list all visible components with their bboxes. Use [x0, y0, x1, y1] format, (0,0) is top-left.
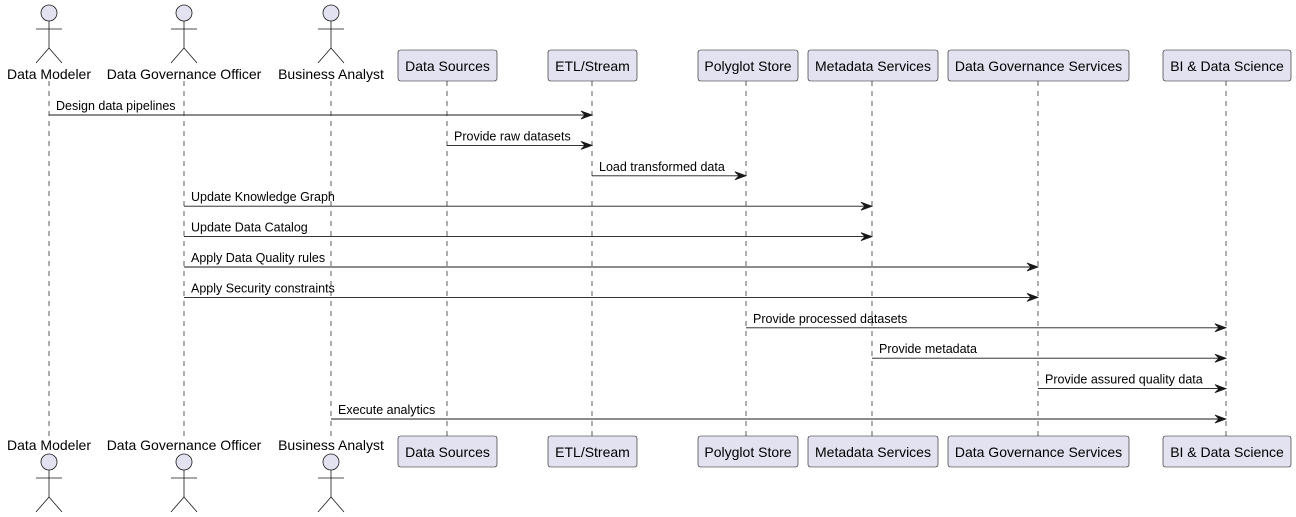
arrowhead-icon: [1214, 384, 1228, 393]
participant-analyst-top: Business Analyst: [278, 4, 384, 82]
actor-name: Data Modeler: [7, 66, 91, 82]
participant-box: [397, 435, 498, 468]
message-label: Execute analytics: [338, 403, 435, 417]
message-1: Design data pipelines: [49, 99, 594, 120]
participant-box: [697, 49, 799, 82]
actor-stick-figure-icon: [170, 453, 198, 513]
participant-box: [1162, 435, 1292, 468]
message-label: Design data pipelines: [56, 99, 176, 113]
arrowhead-icon: [860, 201, 874, 211]
participant-officer-bottom: Data Governance Officer: [107, 437, 262, 513]
participant-box: [807, 435, 939, 468]
participant-name: Polyglot Store: [704, 444, 791, 460]
arrowhead-icon: [1214, 414, 1228, 424]
actor-stick-figure-icon: [35, 453, 63, 513]
arrowhead-icon: [860, 232, 874, 241]
actor-name: Data Modeler: [7, 437, 91, 453]
participant-name: Data Sources: [405, 444, 490, 460]
message-5: Update Data Catalog: [184, 221, 874, 241]
message-label: Provide processed datasets: [753, 312, 907, 326]
participant-officer-top: Data Governance Officer: [107, 4, 262, 82]
message-6: Apply Data Quality rules: [184, 251, 1040, 272]
participant-box: [807, 49, 939, 82]
participant-name: ETL/Stream: [555, 58, 630, 74]
participant-sources-bottom: Data Sources: [397, 435, 498, 468]
participant-name: Data Governance Services: [955, 444, 1122, 460]
participant-name: ETL/Stream: [555, 444, 630, 460]
participant-bi-top: BI & Data Science: [1162, 49, 1292, 82]
actor-stick-figure-icon: [170, 4, 198, 64]
message-label: Provide raw datasets: [454, 129, 571, 143]
message-10: Provide assured quality data: [1038, 373, 1228, 393]
participant-name: BI & Data Science: [1170, 444, 1284, 460]
participant-box: [1162, 49, 1292, 82]
participant-name: Metadata Services: [815, 58, 931, 74]
arrowhead-icon: [580, 110, 594, 120]
participant-modeler-top: Data Modeler: [7, 4, 91, 82]
participant-modeler-bottom: Data Modeler: [7, 437, 91, 513]
message-label: Apply Security constraints: [191, 281, 335, 295]
participant-meta-bottom: Metadata Services: [807, 435, 939, 468]
message-label: Apply Data Quality rules: [191, 251, 325, 265]
participant-name: Metadata Services: [815, 444, 931, 460]
participant-name: Data Governance Services: [955, 58, 1122, 74]
participant-name: Data Sources: [405, 58, 490, 74]
participant-sources-top: Data Sources: [397, 49, 498, 82]
message-4: Update Knowledge Graph: [184, 190, 874, 211]
actor-stick-figure-icon: [317, 453, 345, 513]
message-3: Load transformed data: [592, 160, 748, 181]
participant-store-top: Polyglot Store: [697, 49, 799, 82]
message-label: Provide metadata: [879, 342, 977, 356]
participant-gov-bottom: Data Governance Services: [947, 435, 1130, 468]
participant-box: [947, 435, 1130, 468]
arrowhead-icon: [734, 171, 748, 181]
participant-box: [547, 435, 638, 468]
actor-name: Data Governance Officer: [107, 66, 262, 82]
participant-box: [547, 49, 638, 82]
participant-etl-top: ETL/Stream: [547, 49, 638, 82]
message-9: Provide metadata: [872, 342, 1228, 363]
message-label: Update Knowledge Graph: [191, 190, 335, 204]
arrowhead-icon: [1214, 353, 1228, 363]
participant-gov-top: Data Governance Services: [947, 49, 1130, 82]
participant-box: [697, 435, 799, 468]
participant-name: BI & Data Science: [1170, 58, 1284, 74]
actor-name: Business Analyst: [278, 66, 384, 82]
message-label: Update Data Catalog: [191, 221, 308, 235]
actor-stick-figure-icon: [317, 4, 345, 64]
message-8: Provide processed datasets: [746, 312, 1228, 333]
participant-box: [397, 49, 498, 82]
participant-heads-bottom: Data Modeler Data Governance Officer Busin…: [7, 435, 1292, 513]
message-label: Load transformed data: [599, 160, 725, 174]
arrowhead-icon: [1026, 293, 1040, 302]
arrowhead-icon: [580, 141, 594, 150]
message-2: Provide raw datasets: [447, 129, 594, 150]
participant-box: [947, 49, 1130, 82]
participant-heads-top: Data Modeler Data Governance Officer Busin…: [7, 4, 1292, 82]
actor-stick-figure-icon: [35, 4, 63, 64]
participant-store-bottom: Polyglot Store: [697, 435, 799, 468]
participant-meta-top: Metadata Services: [807, 49, 939, 82]
message-label: Provide assured quality data: [1045, 373, 1203, 387]
message-7: Apply Security constraints: [184, 281, 1040, 302]
participant-analyst-bottom: Business Analyst: [278, 437, 384, 513]
actor-name: Business Analyst: [278, 437, 384, 453]
participant-etl-bottom: ETL/Stream: [547, 435, 638, 468]
participant-name: Polyglot Store: [704, 58, 791, 74]
arrowhead-icon: [1026, 262, 1040, 272]
arrowhead-icon: [1214, 323, 1228, 333]
actor-name: Data Governance Officer: [107, 437, 262, 453]
participant-bi-bottom: BI & Data Science: [1162, 435, 1292, 468]
message-11: Execute analytics: [331, 403, 1228, 424]
